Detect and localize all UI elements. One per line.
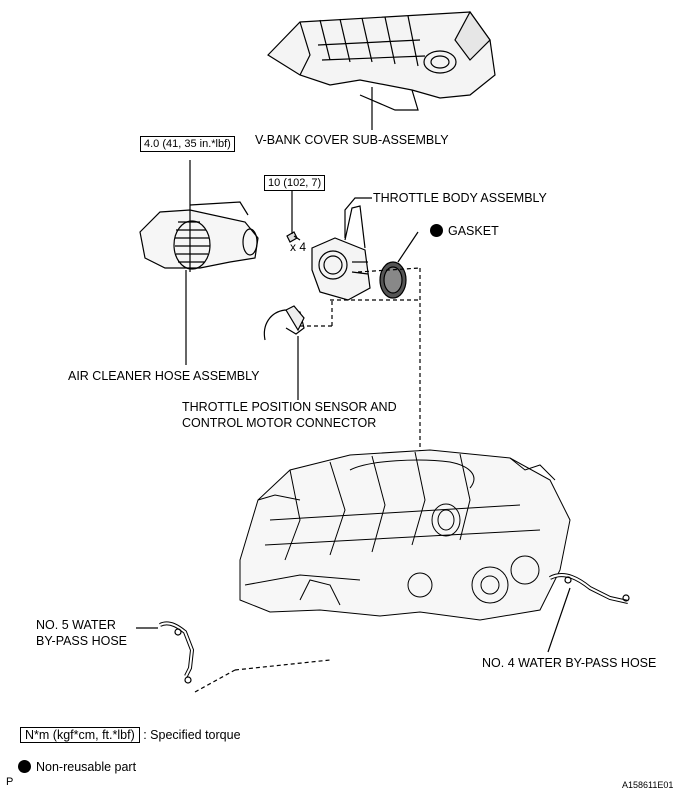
gasket-drawing <box>379 261 407 299</box>
label-v-bank-cover: V-BANK COVER SUB-ASSEMBLY <box>255 133 449 147</box>
figure-id: A158611E01 <box>622 780 674 790</box>
bolt-quantity: x 4 <box>290 240 307 254</box>
gasket-text: GASKET <box>448 224 499 238</box>
torque-throttle-bolts: 10 (102, 7) <box>264 175 326 191</box>
leader-throttle-body <box>344 197 372 238</box>
legend-torque-desc: : Specified torque <box>143 728 241 742</box>
legend-torque-units: N*m (kgf*cm, ft.*lbf) <box>20 727 140 743</box>
alignment-lines <box>194 267 421 693</box>
label-tps-line2: CONTROL MOTOR CONNECTOR <box>182 416 377 430</box>
v-bank-cover-drawing <box>267 10 496 111</box>
label-tps-line1: THROTTLE POSITION SENSOR AND <box>182 400 397 414</box>
label-gasket: GASKET <box>430 222 499 240</box>
no4-hose-drawing <box>549 573 630 604</box>
leader-gasket <box>397 231 419 263</box>
corner-letter: P <box>6 776 14 788</box>
legend-non-reusable: Non-reusable part <box>18 758 136 776</box>
label-no4-hose: NO. 4 WATER BY-PASS HOSE <box>482 656 657 670</box>
throttle-body-drawing <box>311 205 371 301</box>
label-air-cleaner-hose: AIR CLEANER HOSE ASSEMBLY <box>68 369 260 383</box>
tps-connector-drawing <box>263 305 305 341</box>
label-throttle-body: THROTTLE BODY ASSEMBLY <box>373 191 547 205</box>
label-no5-line1: NO. 5 WATER <box>36 618 116 632</box>
leader-no4 <box>547 587 571 653</box>
legend-dot-icon <box>18 760 31 773</box>
engine-drawing <box>239 449 571 621</box>
label-no5-line2: BY-PASS HOSE <box>36 634 128 648</box>
legend-non-reusable-text: Non-reusable part <box>36 760 137 774</box>
non-reusable-dot-icon <box>430 224 443 237</box>
no5-hose-drawing <box>159 621 195 684</box>
legend-torque: N*m (kgf*cm, ft.*lbf) : Specified torque <box>20 726 241 744</box>
air-cleaner-hose-drawing <box>139 201 259 270</box>
torque-air-cleaner: 4.0 (41, 35 in.*lbf) <box>140 136 235 152</box>
